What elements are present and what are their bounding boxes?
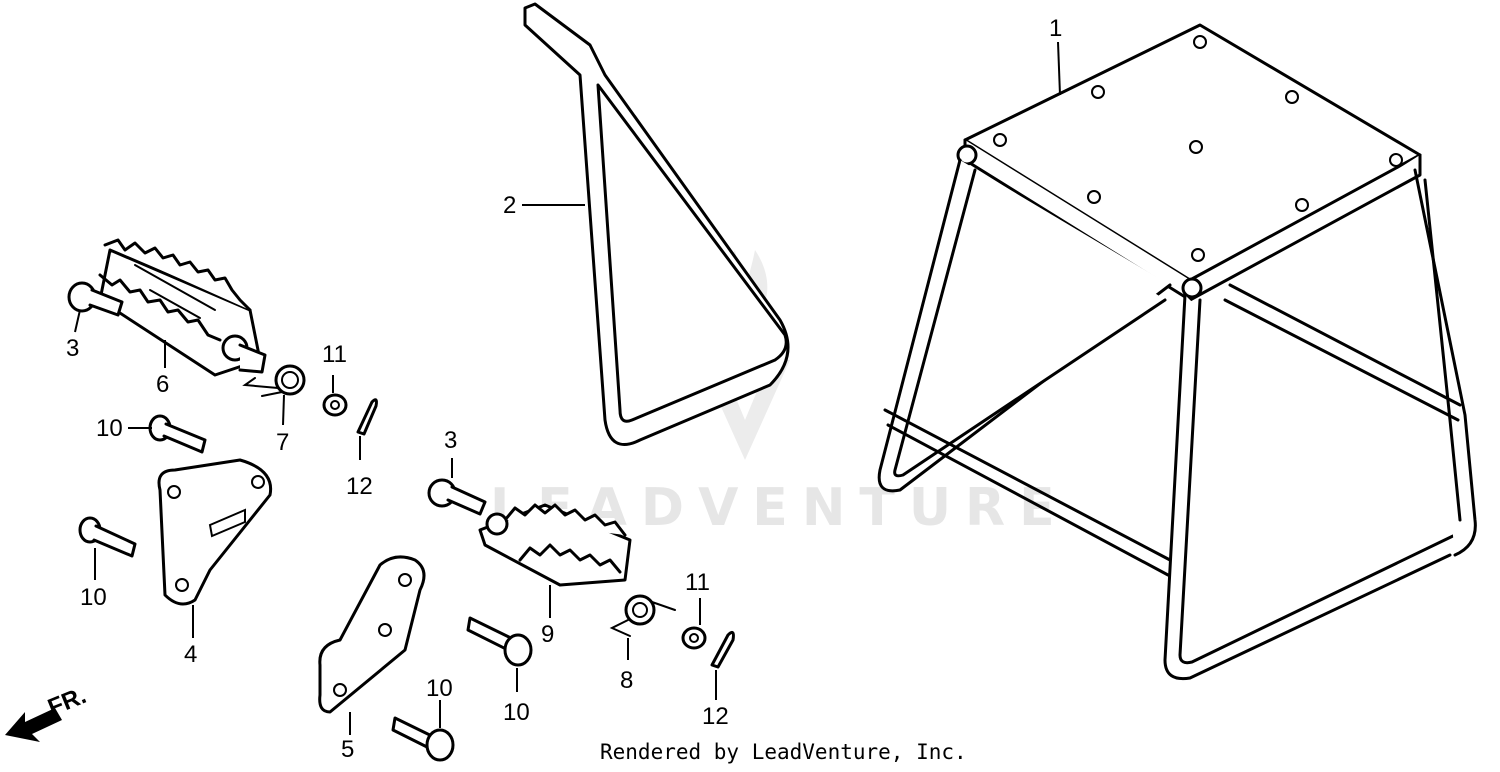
callout-1: 1 — [1049, 15, 1062, 42]
part-5-bracket — [318, 555, 426, 714]
part-10-bolt-d — [391, 716, 455, 762]
callout-2: 2 — [503, 192, 516, 219]
footer-credit: Rendered by LeadVenture, Inc. — [600, 740, 967, 764]
part-6-footpeg — [98, 238, 267, 377]
callout-11-lower: 11 — [685, 569, 710, 596]
part-10-bolt-a — [148, 414, 207, 454]
callout-3-lower: 3 — [444, 427, 457, 454]
callout-10-b: 10 — [80, 584, 107, 611]
leader-lines — [74, 41, 1061, 735]
watermark-logo-icon — [700, 250, 790, 460]
part-12-cotter-pin — [356, 398, 378, 436]
part-10-bolt-c — [466, 616, 533, 667]
callout-5: 5 — [341, 736, 354, 763]
leadventure-watermark: LEADVENTURE — [490, 250, 1055, 538]
callout-10-c: 10 — [503, 699, 530, 726]
part-8-spring — [609, 594, 676, 637]
front-label: FR. — [44, 682, 90, 722]
front-direction-indicator: FR. — [5, 682, 90, 742]
part-3-pin-lower — [427, 478, 487, 516]
callout-10-d: 10 — [426, 675, 453, 702]
callout-6: 6 — [156, 371, 169, 398]
callout-12-lower: 12 — [702, 703, 729, 730]
callout-10-a: 10 — [96, 415, 123, 442]
callout-labels: 1 2 3 6 7 11 12 10 10 4 3 9 8 11 12 10 1… — [66, 15, 1062, 763]
callout-12-upper: 12 — [346, 473, 373, 500]
part-2-side-stand — [523, 2, 790, 446]
part-3-pin — [67, 281, 124, 317]
front-arrow-icon — [5, 708, 62, 742]
part-12-cotter-pin-lower — [710, 630, 735, 669]
callout-4: 4 — [184, 641, 197, 668]
part-9-footpeg — [478, 503, 632, 587]
part-11-washer — [322, 393, 348, 417]
part-4-bracket — [157, 458, 273, 606]
callout-3-upper: 3 — [66, 335, 79, 362]
callout-11-upper: 11 — [322, 341, 347, 368]
part-11-washer-lower — [681, 626, 707, 650]
part-10-bolt-b — [78, 516, 137, 558]
callout-7: 7 — [276, 429, 289, 456]
part-7-spring — [242, 364, 306, 397]
callout-9: 9 — [541, 621, 554, 648]
part-1-stand — [877, 23, 1477, 681]
callout-8: 8 — [620, 667, 633, 694]
